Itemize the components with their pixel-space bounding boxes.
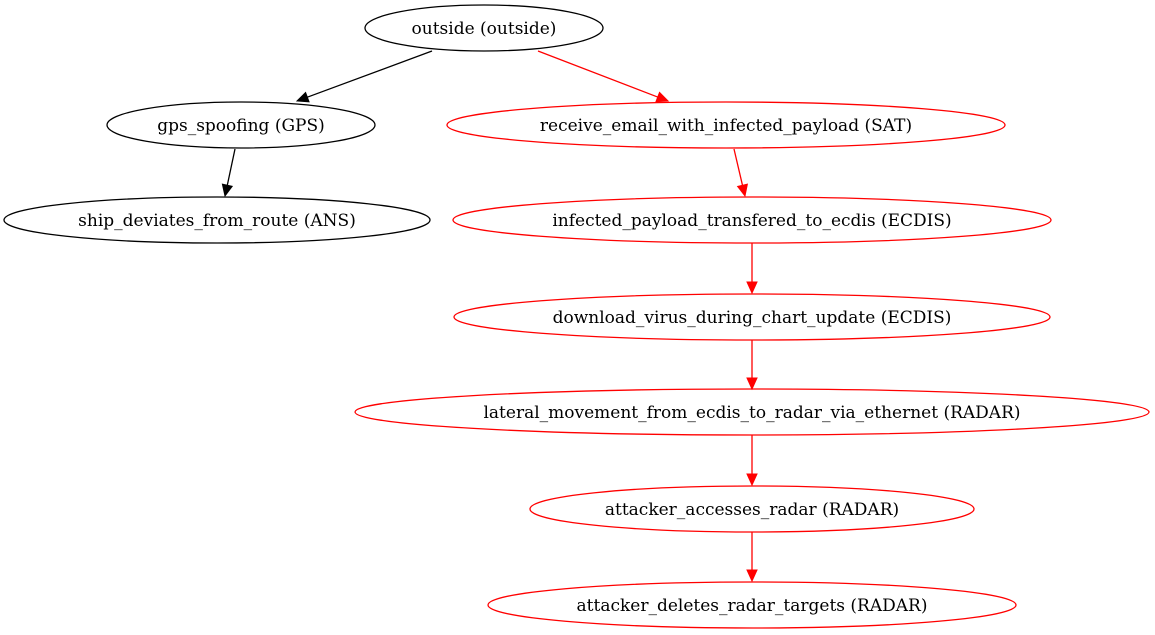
node-ellipse <box>364 4 604 52</box>
node-ship: ship_deviates_from_route (ANS) <box>3 196 431 244</box>
node-download: download_virus_during_chart_update (ECDI… <box>453 293 1051 341</box>
node-label: outside (outside) <box>412 19 557 39</box>
node-ellipse <box>487 581 1017 629</box>
node-email: receive_email_with_infected_payload (SAT… <box>446 101 1006 149</box>
edge-line <box>226 148 236 186</box>
node-ellipse <box>106 101 376 149</box>
node-label: attacker_accesses_radar (RADAR) <box>605 500 899 520</box>
node-label: receive_email_with_infected_payload (SAT… <box>540 116 912 136</box>
edge-gps-ship <box>221 148 236 198</box>
node-ellipse <box>354 388 1150 436</box>
node-deletes: attacker_deletes_radar_targets (RADAR) <box>487 581 1017 629</box>
arrowhead <box>736 183 749 198</box>
edges <box>221 50 758 583</box>
edge-infected-download <box>746 243 758 295</box>
arrowhead <box>221 183 234 198</box>
node-label: gps_spoofing (GPS) <box>157 116 325 136</box>
node-label: lateral_movement_from_ecdis_to_radar_via… <box>483 403 1020 423</box>
arrowhead <box>746 281 758 295</box>
node-ellipse <box>452 196 1052 244</box>
arrowhead <box>746 473 758 487</box>
node-ellipse <box>3 196 431 244</box>
node-infected: infected_payload_transfered_to_ecdis (EC… <box>452 196 1052 244</box>
arrowhead <box>295 91 310 103</box>
edge-download-lateral <box>746 340 758 391</box>
node-gps: gps_spoofing (GPS) <box>106 101 376 149</box>
arrowhead <box>746 377 758 391</box>
edge-access-deletes <box>746 532 758 583</box>
edge-outside-email <box>537 50 670 103</box>
arrowhead <box>655 91 670 103</box>
arrowhead <box>746 569 758 583</box>
node-ellipse <box>529 485 975 533</box>
edge-line <box>307 50 433 98</box>
node-label: ship_deviates_from_route (ANS) <box>78 211 356 231</box>
node-label: attacker_deletes_radar_targets (RADAR) <box>577 596 928 616</box>
node-access: attacker_accesses_radar (RADAR) <box>529 485 975 533</box>
node-label: infected_payload_transfered_to_ecdis (EC… <box>552 211 951 231</box>
node-lateral: lateral_movement_from_ecdis_to_radar_via… <box>354 388 1150 436</box>
edge-outside-gps <box>295 50 433 103</box>
nodes: outside (outside) gps_spoofing (GPS) ship_… <box>3 4 1150 629</box>
node-label: download_virus_during_chart_update (ECDI… <box>553 308 952 328</box>
edge-line <box>537 50 658 98</box>
node-ellipse <box>446 101 1006 149</box>
edge-lateral-access <box>746 435 758 487</box>
node-ellipse <box>453 293 1051 341</box>
edge-line <box>733 148 744 186</box>
edge-email-infected <box>733 148 749 198</box>
node-outside: outside (outside) <box>364 4 604 52</box>
